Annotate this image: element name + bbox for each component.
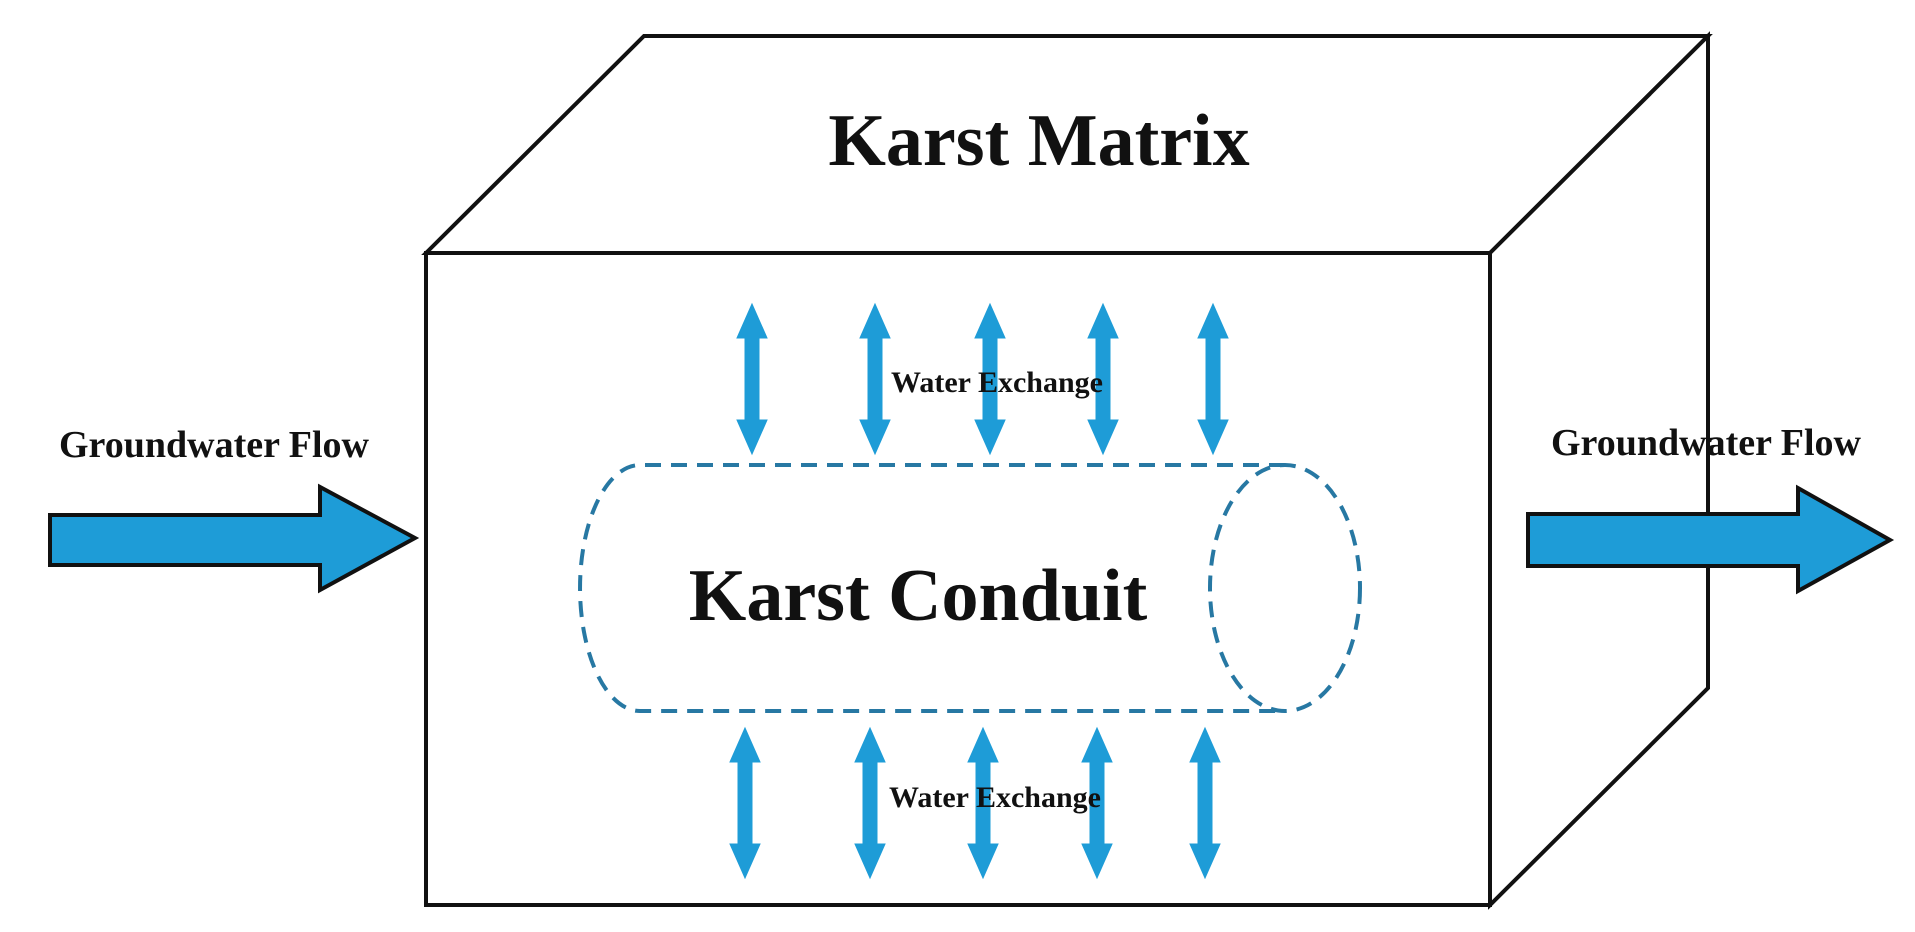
flow-in-arrow-icon (48, 483, 420, 594)
exchange-arrow-icon (859, 302, 891, 456)
conduit-end-ellipse (1208, 463, 1362, 713)
flow-out-arrow-icon (1526, 484, 1895, 595)
exchange-arrow-icon (736, 302, 768, 456)
matrix-label: Karst Matrix (828, 100, 1249, 182)
flow-in-label: Groundwater Flow (59, 424, 370, 466)
exchange-arrow-icon (1081, 726, 1113, 880)
bottom-exchange-arrows (729, 726, 1221, 880)
exchange-bottom-label: Water Exchange (889, 781, 1101, 814)
conduit-body (578, 463, 1285, 713)
top-exchange-arrows (736, 302, 1229, 456)
exchange-arrow-icon (967, 726, 999, 880)
exchange-arrow-icon (729, 726, 761, 880)
exchange-arrow-icon (854, 726, 886, 880)
exchange-arrow-icon (974, 302, 1006, 456)
conduit-label: Karst Conduit (689, 555, 1148, 637)
exchange-top-label: Water Exchange (891, 366, 1103, 399)
matrix-box-front-face (424, 251, 1492, 907)
exchange-arrow-icon (1197, 302, 1229, 456)
flow-out-label: Groundwater Flow (1551, 422, 1862, 464)
exchange-arrow-icon (1189, 726, 1221, 880)
exchange-arrow-icon (1087, 302, 1119, 456)
